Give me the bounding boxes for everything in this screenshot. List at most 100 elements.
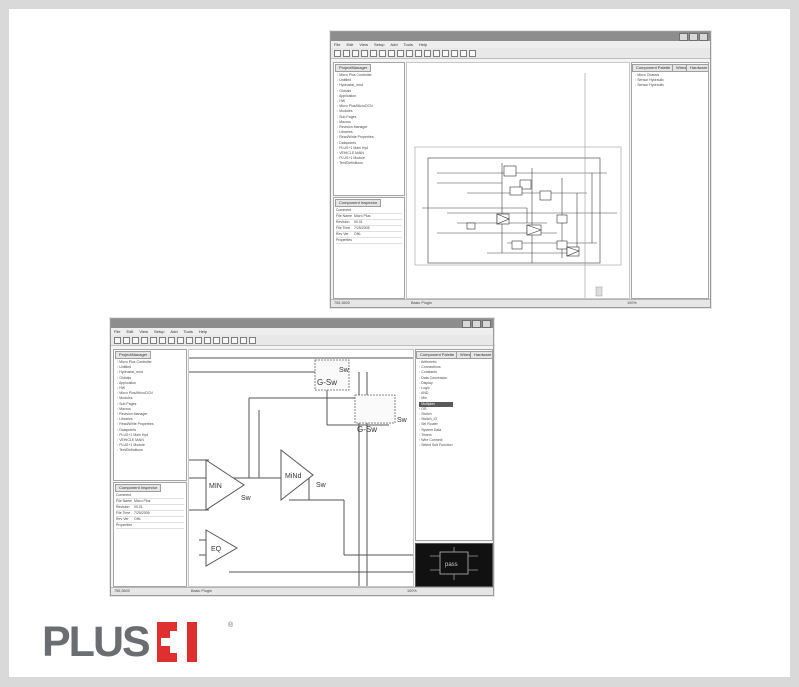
select-icon[interactable] — [433, 49, 440, 57]
palette-item[interactable]: Connections — [419, 365, 453, 370]
tree-item[interactable]: Read/Write Properties — [117, 422, 153, 427]
tree-item[interactable]: Libraries — [337, 130, 374, 135]
palette-item[interactable]: Sensor Hydraulic — [635, 78, 664, 83]
palette-item[interactable]: OR — [419, 407, 453, 412]
close-button[interactable] — [482, 320, 491, 328]
wire-icon[interactable] — [424, 49, 431, 57]
zoom-in-icon[interactable] — [406, 49, 413, 57]
maximize-button[interactable] — [472, 320, 481, 328]
undo-icon[interactable] — [388, 49, 395, 57]
tab-project-manager[interactable]: ProjectManager — [335, 64, 372, 72]
menu-view[interactable]: View — [139, 329, 148, 334]
palette-item[interactable]: System Data — [419, 428, 453, 433]
menu-help[interactable]: Help — [418, 42, 428, 47]
min-block[interactable] — [205, 459, 245, 511]
menu-setup[interactable]: Setup — [373, 42, 385, 47]
tree-item[interactable]: Globals — [117, 376, 154, 381]
tree-item[interactable]: Modules — [337, 109, 374, 114]
palette-item[interactable]: Logic — [419, 386, 453, 391]
menu-tools[interactable]: Tools — [403, 42, 413, 47]
tree-item[interactable]: Untitled — [117, 365, 154, 370]
zoom-out-icon[interactable] — [195, 336, 202, 344]
tree-item[interactable]: Read/Write Properties — [337, 135, 373, 140]
tree-item[interactable]: Micro Plus Controller — [117, 360, 154, 365]
maximize-button[interactable] — [689, 33, 698, 41]
cut-icon[interactable] — [141, 336, 148, 344]
palette-item[interactable]: Sensor Hydraulic — [635, 83, 664, 88]
tree-item[interactable]: Globals — [337, 89, 374, 94]
copy-icon[interactable] — [150, 336, 157, 344]
tree-item[interactable]: VEHICLE MAIN — [117, 438, 154, 443]
tab-hardware[interactable]: Hardware — [470, 351, 492, 359]
menu-setup[interactable]: Setup — [153, 329, 165, 334]
build-icon[interactable] — [451, 49, 458, 57]
copy-icon[interactable] — [370, 49, 377, 57]
schematic-canvas[interactable] — [406, 62, 630, 299]
palette-item[interactable]: Data Conversion — [419, 376, 453, 381]
download-icon[interactable] — [460, 49, 467, 57]
tab-component-inspector[interactable]: Component Inspector — [335, 199, 382, 207]
palette-item[interactable]: Sel Router — [419, 422, 453, 427]
palette-item[interactable]: Select Sub Function — [419, 443, 452, 448]
tree-item[interactable]: PLUS+1 Module — [337, 156, 374, 161]
redo-icon[interactable] — [177, 336, 184, 344]
close-button[interactable] — [699, 33, 708, 41]
zoom-out-icon[interactable] — [415, 49, 422, 57]
menu-edit[interactable]: Edit — [126, 329, 134, 334]
tree-item[interactable]: PLUS+1 Module — [117, 443, 154, 448]
tree-item[interactable]: Modules — [117, 396, 154, 401]
open-icon[interactable] — [123, 336, 130, 344]
palette-item[interactable]: Display — [419, 381, 453, 386]
palette-item[interactable]: Micro Chassis — [635, 73, 664, 78]
tab-component-inspector[interactable]: Component Inspector — [115, 484, 162, 492]
undo-icon[interactable] — [168, 336, 175, 344]
palette-item-selected[interactable]: Multiplex — [419, 401, 453, 407]
cut-icon[interactable] — [361, 49, 368, 57]
scroll-handle[interactable] — [595, 286, 603, 297]
tree-item[interactable]: Application — [337, 94, 374, 99]
tree-item[interactable]: Micro Plus/MicroDCN — [337, 104, 374, 109]
palette-item[interactable]: Constants — [419, 370, 453, 375]
property-row[interactable]: Properties — [336, 238, 402, 244]
tab-component-palette[interactable]: Component Palette — [632, 64, 675, 72]
tree-item[interactable]: Datapoints — [117, 428, 154, 433]
redo-icon[interactable] — [397, 49, 404, 57]
palette-item[interactable]: Wire Connect — [419, 438, 453, 443]
menu-help[interactable]: Help — [198, 329, 208, 334]
palette-item[interactable]: Switch_IO — [419, 417, 453, 422]
menu-view[interactable]: View — [359, 42, 368, 47]
minimize-button[interactable] — [679, 33, 688, 41]
tree-item[interactable]: HW — [117, 386, 154, 391]
property-row[interactable]: Properties — [116, 523, 184, 529]
menu-add[interactable]: Add — [170, 329, 178, 334]
help-icon[interactable] — [249, 336, 256, 344]
tree-item[interactable]: PLUS+1 Main Hyd — [117, 433, 154, 438]
tab-component-palette[interactable]: Component Palette — [416, 351, 459, 359]
paste-icon[interactable] — [159, 336, 166, 344]
open-icon[interactable] — [343, 49, 350, 57]
minsel-block[interactable] — [280, 448, 314, 502]
minimize-button[interactable] — [462, 320, 471, 328]
tree-item[interactable]: HW — [337, 99, 374, 104]
tree-item[interactable]: Revision Manager — [117, 412, 154, 417]
tree-item[interactable]: VEHICLE MAIN — [337, 151, 374, 156]
property-row[interactable]: Comment — [336, 208, 402, 214]
tree-item[interactable]: Libraries — [117, 417, 154, 422]
tree-item[interactable]: Hydrostat_mod — [337, 83, 374, 88]
tree-item[interactable]: Micro Plus Controller — [337, 73, 374, 78]
tree-item[interactable]: PLUS+1 Main Hyd — [337, 146, 374, 151]
save-icon[interactable] — [132, 336, 139, 344]
tab-project-manager[interactable]: ProjectManager — [115, 351, 152, 359]
new-icon[interactable] — [114, 336, 121, 344]
pointer-icon[interactable] — [442, 49, 449, 57]
navigator-preview[interactable]: pass — [415, 543, 493, 587]
tree-item[interactable]: Untitled — [337, 78, 374, 83]
help-icon[interactable] — [469, 49, 476, 57]
